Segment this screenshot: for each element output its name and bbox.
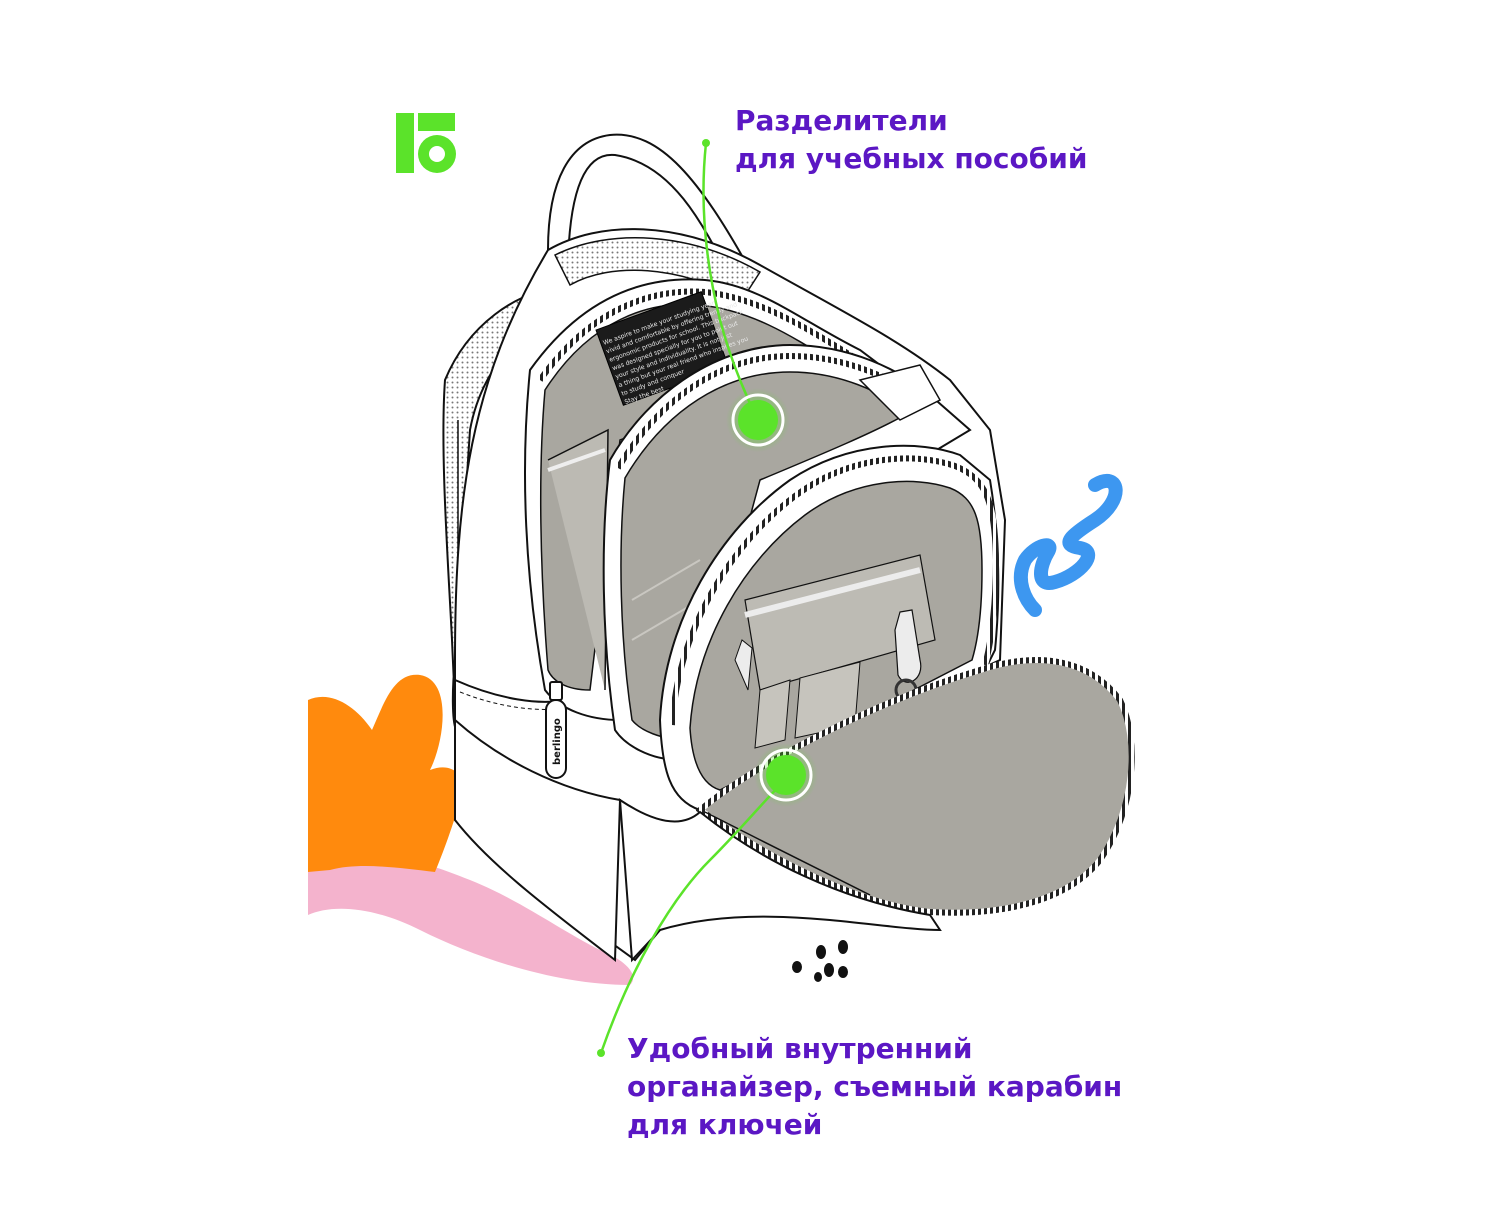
callout-organizer: Удобный внутренний органайзер, съемный к… <box>627 1030 1122 1144</box>
callout-dividers-line1: Разделители <box>735 104 948 137</box>
organizer-panel <box>744 554 936 691</box>
callout-organizer-line3: для ключей <box>627 1108 823 1141</box>
leader-line-organizer <box>599 779 786 1054</box>
callout-organizer-line2: органайзер, съемный карабин <box>627 1070 1123 1103</box>
orange-blob-decor <box>308 674 464 872</box>
blue-squiggle-decor <box>1013 474 1123 617</box>
pink-blob-decor <box>308 851 634 985</box>
hotspot-dividers-icon <box>726 388 790 452</box>
berlingo-logo-icon <box>396 113 456 173</box>
black-dots-decor <box>792 940 848 982</box>
callout-dividers-line2: для учебных пособий <box>735 142 1088 175</box>
hotspot-organizer-icon <box>754 743 818 807</box>
open-front-flap <box>700 660 1132 913</box>
key-carabiner-icon <box>894 609 922 683</box>
zipper-pull: berlingo <box>545 681 567 779</box>
callout-dividers: Разделители для учебных пособий <box>735 102 1088 178</box>
callout-organizer-line1: Удобный внутренний <box>627 1032 973 1065</box>
zipper-pull-brand: berlingo <box>552 718 563 765</box>
